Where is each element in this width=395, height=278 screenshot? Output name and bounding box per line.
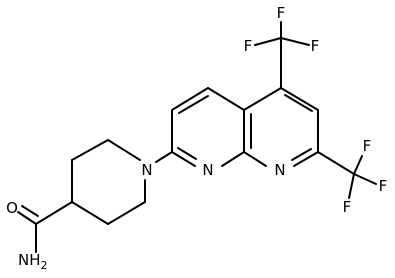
bond <box>348 173 355 199</box>
atom-label-layer: F F F F F F O N N N NH2 <box>6 4 387 272</box>
atom-label-nitrogen: N <box>274 161 285 179</box>
bond-layer <box>17 21 377 253</box>
bond <box>107 139 141 161</box>
bond <box>35 201 73 225</box>
atom-label-fluorine: F <box>363 137 372 155</box>
bond <box>284 94 313 112</box>
bond <box>280 37 310 46</box>
bond <box>243 87 282 111</box>
bond <box>177 147 197 160</box>
amine-subscript: 2 <box>41 259 48 272</box>
bond <box>21 205 39 217</box>
bond <box>221 151 245 167</box>
atom-label-amine: NH2 <box>18 251 48 272</box>
bond <box>317 151 355 175</box>
atom-label-oxygen: O <box>6 199 18 217</box>
bond <box>178 95 209 114</box>
atom-label-fluorine: F <box>277 4 286 22</box>
bond <box>291 148 312 161</box>
bond <box>207 87 245 111</box>
bond <box>107 201 146 225</box>
amine-text: NH <box>18 251 41 269</box>
atom-label-fluorine: F <box>379 177 388 195</box>
bond <box>254 37 282 46</box>
bond <box>171 151 196 167</box>
bond <box>353 155 363 175</box>
atom-label-nitrogen: N <box>141 161 152 179</box>
atom-label-nitrogen: N <box>202 161 213 179</box>
bond <box>17 211 37 225</box>
bond <box>171 87 209 111</box>
bond <box>243 151 267 167</box>
bond <box>71 201 109 225</box>
atom-label-fluorine: F <box>343 198 352 216</box>
bond <box>293 151 319 167</box>
bond <box>280 87 319 111</box>
atom-label-fluorine: F <box>244 37 253 55</box>
bond <box>71 139 109 161</box>
atom-label-fluorine: F <box>311 37 320 55</box>
bond <box>155 151 173 163</box>
bond <box>353 173 377 185</box>
